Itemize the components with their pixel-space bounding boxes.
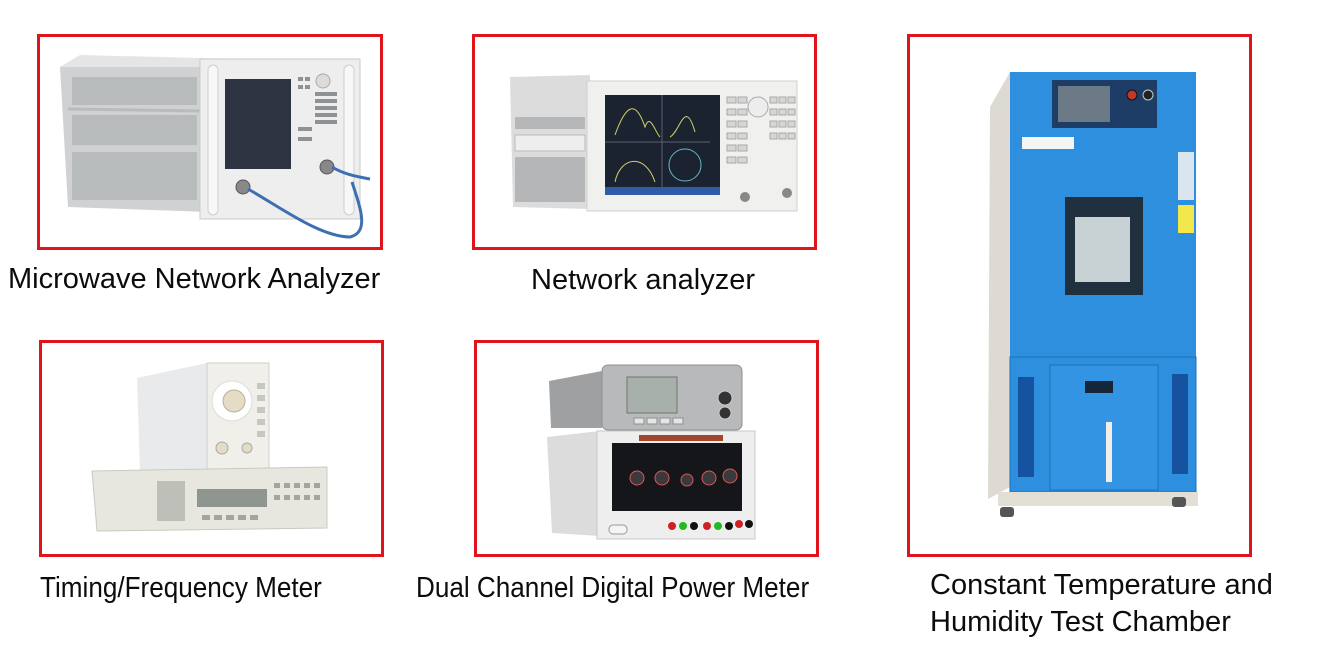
- timing-frequency-meter-label: Timing/Frequency Meter: [40, 571, 353, 605]
- microwave-network-analyzer-photo: [60, 55, 371, 239]
- power-meter-frame: [474, 340, 819, 557]
- power-meter-label-text: Dual Channel Digital Power Meter: [416, 572, 810, 604]
- timing-frequency-meter-frame: [39, 340, 384, 557]
- timing-frequency-meter-label-text: Timing/Frequency Meter: [40, 572, 322, 604]
- microwave-network-analyzer-label: Microwave Network Analyzer: [8, 263, 381, 295]
- temperature-humidity-chamber-frame: [907, 34, 1252, 557]
- network-analyzer-photo: [510, 75, 798, 212]
- microwave-network-analyzer-frame: [37, 34, 383, 250]
- network-analyzer-label: Network analyzer: [531, 264, 756, 296]
- temperature-humidity-chamber-label-line2: Humidity Test Chamber: [930, 606, 1231, 638]
- timing-frequency-meter-photo: [91, 362, 328, 532]
- temperature-humidity-chamber-label-line1: Constant Temperature and: [930, 569, 1273, 601]
- network-analyzer-frame: [472, 34, 817, 250]
- power-meter-label: Dual Channel Digital Power Meter: [416, 571, 853, 605]
- power-meter-photo: [547, 364, 756, 540]
- temperature-humidity-chamber-photo: [988, 72, 1198, 517]
